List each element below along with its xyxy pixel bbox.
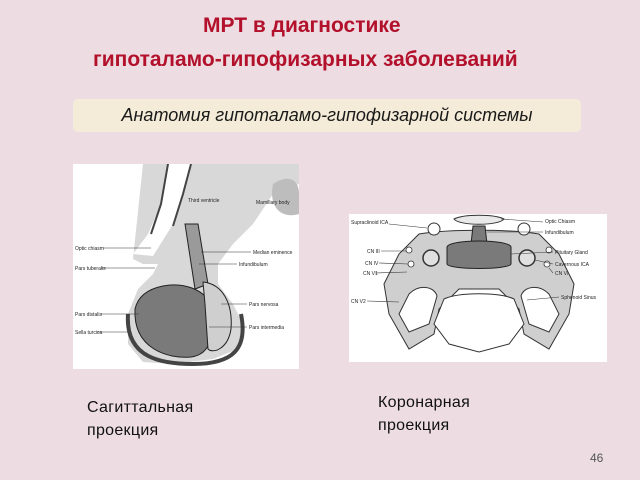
coronal-diagram-figure: Supraclinoid ICA Optic Chiasm Infundibul…	[349, 214, 607, 362]
coronal-caption: Коронарная проекция	[378, 391, 470, 437]
label-pars-intermedia: Pars intermedia	[249, 325, 284, 331]
label-cavernous-ica: Cavernous ICA	[555, 262, 590, 268]
subtitle-text: Анатомия гипоталамо-гипофизарной системы	[121, 105, 533, 125]
label-cn5-2: CN V2	[351, 299, 366, 305]
slide-title-line2: гипоталамо-гипофизарных заболеваний	[93, 48, 518, 71]
label-cn5-1: CN V1	[363, 271, 378, 277]
label-infundibulum: Infundibulum	[239, 262, 268, 268]
label-cn6: CN VI	[555, 271, 568, 277]
sagittal-caption-line1: Сагиттальная	[87, 399, 194, 416]
label-coronal-infundibulum: Infundibulum	[545, 230, 574, 236]
coronal-diagram: Supraclinoid ICA Optic Chiasm Infundibul…	[349, 214, 607, 362]
label-sella-turcica: Sella turcica	[75, 330, 102, 336]
slide-title-line1: МРТ в диагностике	[203, 14, 401, 37]
label-third-ventricle: Third ventricle	[188, 198, 220, 204]
sagittal-diagram-figure: Third ventricle Mamillary body Optic chi…	[73, 163, 299, 369]
label-pars-nervosa: Pars nervosa	[249, 302, 279, 308]
coronal-caption-line2: проекция	[378, 417, 450, 434]
label-median-eminence: Median eminence	[253, 250, 293, 256]
coronal-caption-line1: Коронарная	[378, 394, 471, 411]
label-mamillary-body: Mamillary body	[256, 200, 290, 206]
sagittal-caption-line2: проекция	[87, 422, 159, 439]
label-cn4: CN IV	[365, 261, 379, 267]
label-pars-distalis: Pars distalis	[75, 312, 102, 318]
label-pars-tuberalis: Pars tuberalis	[75, 266, 106, 272]
sagittal-caption: Сагиттальная проекция	[87, 396, 193, 442]
label-coronal-optic-chiasm: Optic Chiasm	[545, 219, 575, 225]
label-sphenoid-sinus: Sphenoid Sinus	[561, 295, 597, 301]
label-pituitary-gland: Pituitary Gland	[555, 250, 588, 256]
label-optic-chiasm: Optic chiasm	[75, 246, 104, 252]
subtitle-banner: Анатомия гипоталамо-гипофизарной системы	[73, 99, 581, 132]
label-cn3: CN III	[367, 249, 380, 255]
page-number: 46	[590, 451, 604, 465]
label-supraclinoid-ica: Supraclinoid ICA	[351, 220, 389, 226]
sagittal-diagram: Third ventricle Mamillary body Optic chi…	[73, 163, 299, 369]
